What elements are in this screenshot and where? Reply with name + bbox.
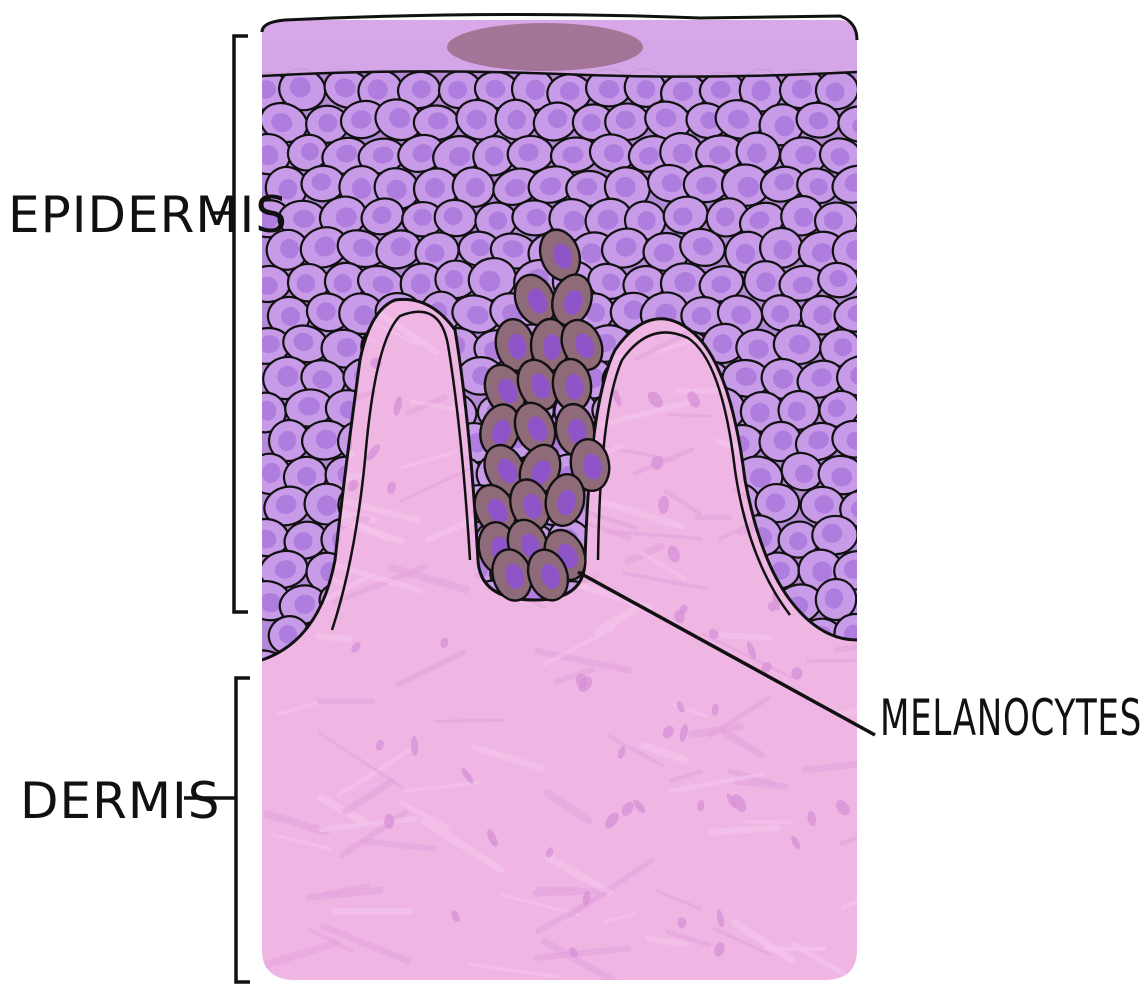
dermis-fiber	[318, 636, 350, 638]
dermis-fiber	[668, 415, 712, 416]
dermis-fiber	[712, 828, 777, 832]
epidermis-label: EPIDERMIS	[8, 186, 288, 244]
pigmented-area	[447, 23, 643, 71]
dermis-label: DERMIS	[20, 772, 220, 830]
dermis-fiber	[808, 660, 855, 661]
dermis-fiber	[746, 822, 792, 823]
dermis-fiber	[536, 891, 607, 894]
dermis-fiber	[436, 720, 504, 721]
melanocytes-label: MELANOCYTES	[880, 689, 1142, 747]
dermis-fiber	[722, 635, 769, 637]
dermis-bracket	[184, 678, 250, 982]
dermis-fiber	[319, 701, 372, 702]
epidermis-bracket	[210, 36, 248, 612]
dermis-fiber	[838, 646, 870, 650]
